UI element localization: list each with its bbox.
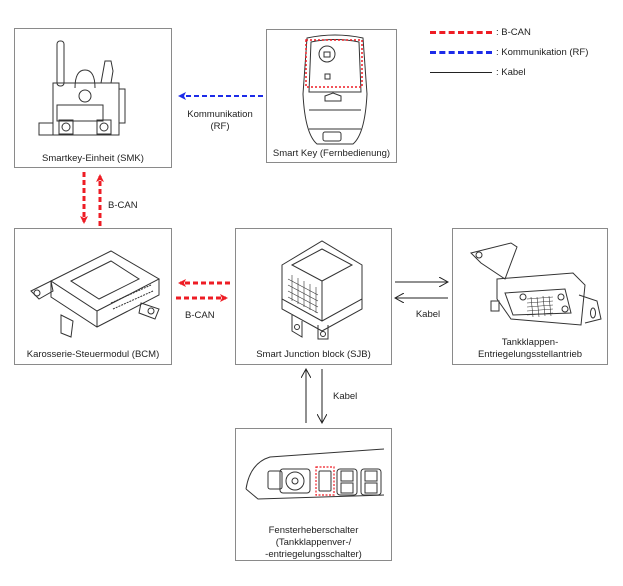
- legend-label: : Kommunikation (RF): [496, 46, 589, 58]
- window-switch-label-2: (Tankklappenver-/: [275, 537, 352, 548]
- fuel-door-actuator-label-1: Tankklappen-: [501, 337, 559, 348]
- rf-line-sample: [430, 50, 492, 54]
- cable-line-sample: [430, 71, 492, 73]
- legend-item-cable: : Kabel: [430, 66, 526, 78]
- bcm-label: Karosserie-Steuermodul (BCM): [26, 349, 160, 360]
- smk-bcm-label: B-CAN: [108, 200, 138, 211]
- fuel-door-actuator-illustration: [470, 242, 602, 326]
- window-switch-illustration: [245, 448, 385, 500]
- legend-item-bcan: : B-CAN: [430, 26, 531, 38]
- sjb-box: Smart Junction block (SJB): [235, 228, 392, 365]
- sjb-illustration: [281, 240, 363, 340]
- smart-key-illustration: [302, 34, 368, 145]
- smk-label: Smartkey-Einheit (SMK): [42, 153, 144, 164]
- fuel-door-actuator-box: Tankklappen- Entriegelungsstellantrieb: [452, 228, 608, 365]
- smart-key-label: Smart Key (Fernbedienung): [272, 148, 391, 159]
- sjb-window-label: Kabel: [333, 391, 358, 402]
- bcm-sjb-label: B-CAN: [185, 310, 215, 321]
- rf-label-1: Kommunikation: [187, 109, 253, 120]
- rf-label-2: (RF): [210, 121, 230, 132]
- smart-key-box: Smart Key (Fernbedienung): [266, 29, 397, 163]
- bcan-line-sample: [430, 30, 492, 34]
- bcm-box: Karosserie-Steuermodul (BCM): [14, 228, 172, 365]
- legend-label: : B-CAN: [496, 26, 531, 38]
- smk-illustration: [38, 40, 126, 136]
- bcm-illustration: [30, 250, 161, 338]
- legend-item-rf: : Kommunikation (RF): [430, 46, 588, 58]
- legend-label: : Kabel: [496, 66, 526, 78]
- bcan-highlight: [305, 39, 363, 88]
- fuel-switch-highlight: [315, 466, 335, 496]
- window-switch-label-3: -entriegelungsschalter): [265, 549, 362, 560]
- window-switch-label-1: Fensterheberschalter: [268, 525, 359, 536]
- fuel-door-actuator-label-2: Entriegelungsstellantrieb: [477, 349, 583, 360]
- window-switch-box: Fensterheberschalter (Tankklappenver-/ -…: [235, 428, 392, 561]
- sjb-label: Smart Junction block (SJB): [256, 349, 371, 360]
- smk-box: Smartkey-Einheit (SMK): [14, 28, 172, 168]
- sjb-fuel-label: Kabel: [415, 309, 441, 320]
